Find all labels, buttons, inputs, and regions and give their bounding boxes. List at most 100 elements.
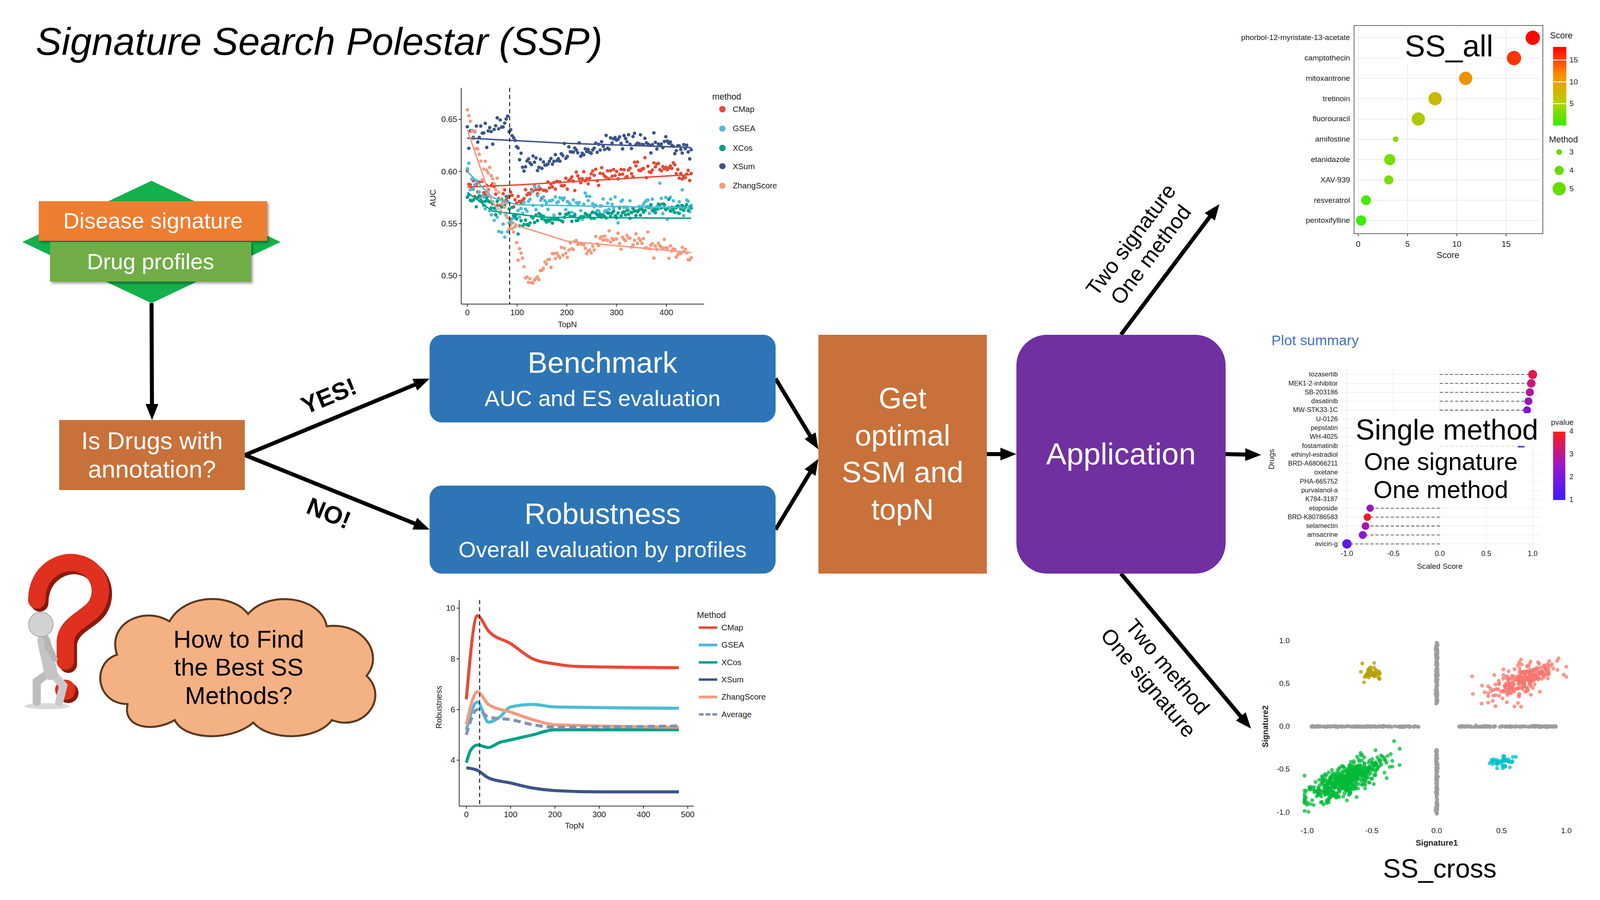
data-point [585,194,589,198]
data-point [544,189,549,193]
scatter-point [1435,774,1439,779]
data-point [549,265,553,270]
data-point [476,147,480,151]
data-point [607,229,611,233]
data-point [531,154,535,158]
data-point [486,129,490,133]
data-point [650,168,655,172]
scatter-point [1435,750,1439,754]
data-point [562,196,567,200]
data-point [673,152,677,156]
data-point [665,246,670,250]
data-point [574,170,578,174]
data-point [596,209,601,213]
scatter-point [1473,724,1478,729]
data-point [528,197,532,202]
data-point [502,121,507,125]
data-point [477,152,482,156]
fit-line [467,171,692,208]
data-point [516,258,520,262]
data-point [686,208,690,213]
data-point [583,246,588,250]
data-point [528,221,532,225]
scatter-point [1317,778,1322,782]
data-point [674,148,678,153]
data-point [607,207,611,212]
data-point [537,184,541,189]
data-point [624,136,628,141]
data-point [608,136,613,140]
data-point [519,151,523,156]
data-point [553,195,558,199]
scatter-point [1311,802,1316,807]
scatter-point [1384,776,1389,780]
data-point [626,133,631,137]
data-point [592,248,596,252]
data-point [677,176,682,180]
tick-mark [1553,81,1567,83]
data-point [641,236,646,241]
score-dot [1361,195,1371,205]
data-point [673,210,677,215]
data-point [502,235,507,239]
data-point [577,177,582,181]
data-point [595,150,600,154]
data-point [586,182,590,186]
tick-mark [456,759,460,761]
data-point [582,153,586,157]
data-point [661,212,665,216]
data-point [590,210,595,214]
data-point [482,167,486,171]
scatter-point [1340,724,1345,728]
scatter-point [1344,798,1349,803]
data-point [492,127,496,132]
tick-mark [1358,233,1359,236]
data-point [652,161,656,165]
scatter-point [1324,725,1329,729]
data-point [494,192,498,196]
score-dot [1506,50,1522,66]
data-point [622,210,626,214]
scatter-point-group [1302,640,1569,816]
data-point [594,234,598,239]
data-point [596,183,601,188]
size-key [1554,166,1564,176]
data-point [544,262,549,266]
data-point-group [465,156,693,209]
grid-line [1342,543,1541,544]
grid-line [1342,374,1541,375]
data-point [485,196,489,200]
data-point [634,213,638,218]
plot-panel [1354,25,1543,234]
data-point [524,188,528,192]
data-point [552,252,556,256]
score-dot [1384,175,1394,185]
axis-line [460,87,462,304]
data-point [520,256,525,260]
data-point [668,209,672,213]
grid-line [1358,25,1359,234]
lollipop-line [1365,525,1440,527]
data-point [535,168,540,173]
data-point [592,173,596,178]
data-point [534,188,538,192]
data-point [601,197,606,201]
data-point [638,213,643,218]
data-point [635,160,640,164]
data-point [538,157,543,162]
data-point [547,257,552,262]
lollipop-line [1439,410,1527,411]
tick-mark [1505,233,1507,236]
score-dot [1411,112,1425,126]
data-point [614,169,619,174]
data-point [659,142,664,146]
data-point [620,172,625,176]
data-point [526,280,531,285]
grid-line [1354,220,1543,222]
data-point [606,169,610,173]
data-point [638,133,643,137]
data-point [512,230,516,234]
data-point [616,231,620,236]
data-point [650,242,655,246]
data-point [567,145,571,149]
